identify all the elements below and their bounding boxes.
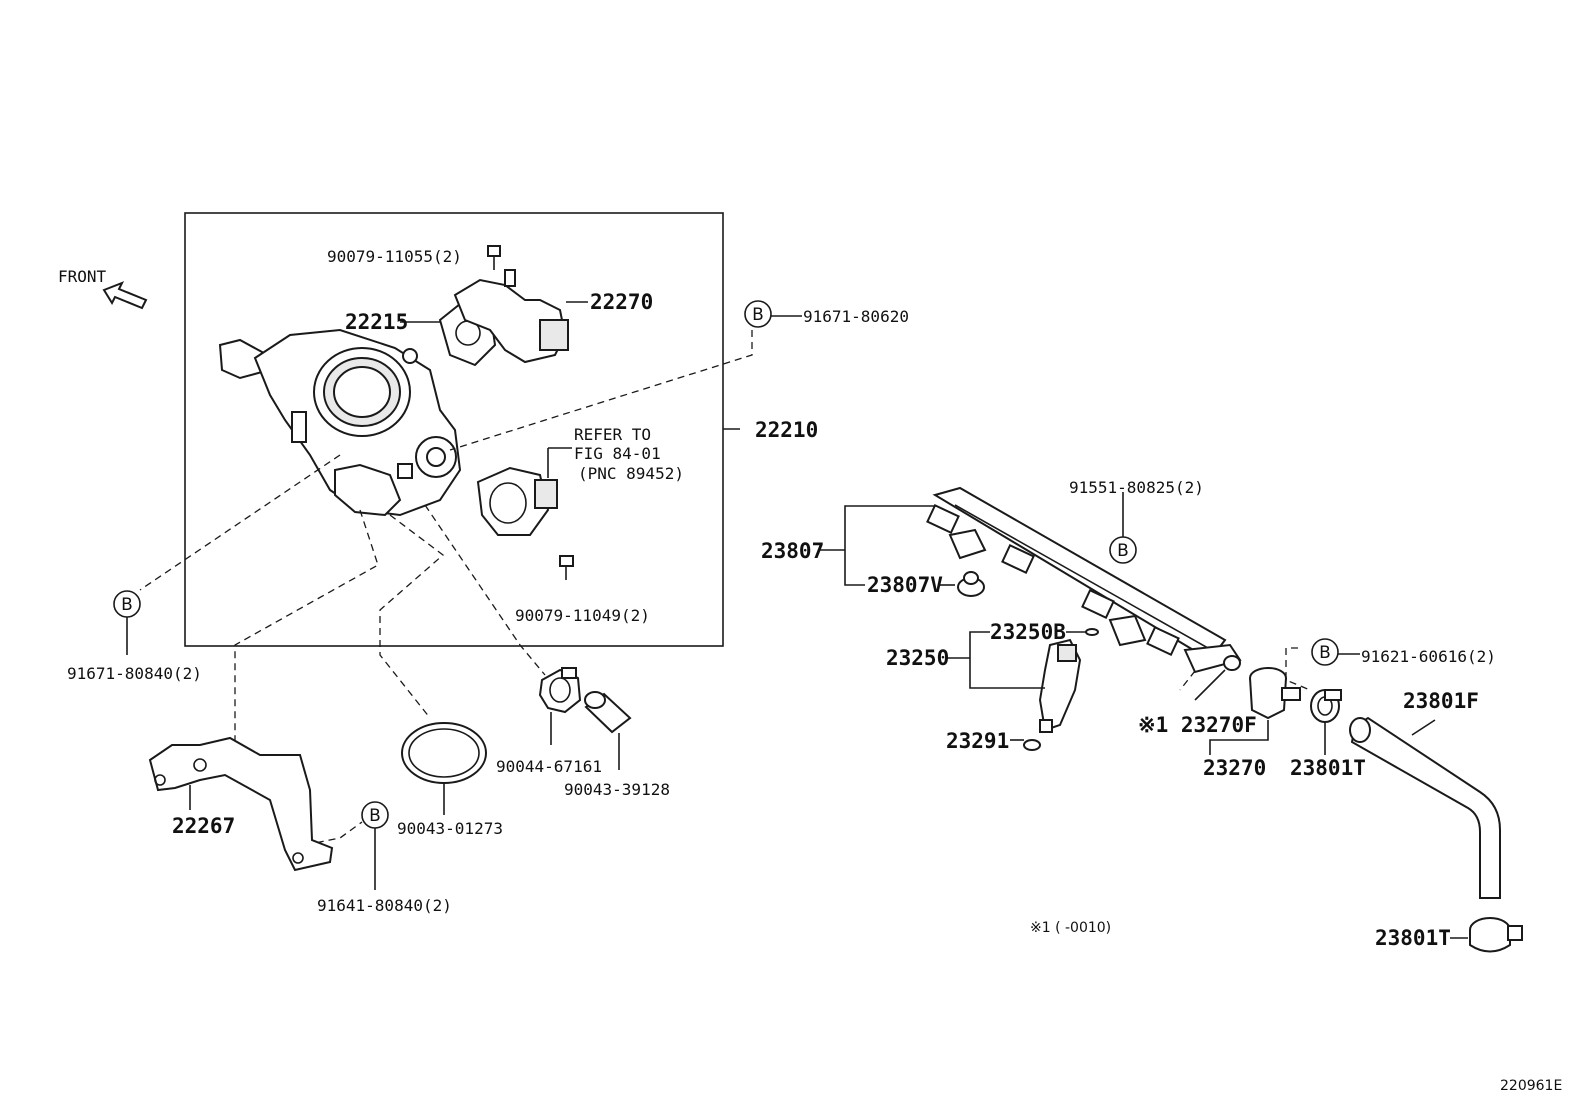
bracket-22267	[148, 736, 334, 872]
label-90079-11049: 90079-11049(2)	[515, 606, 650, 625]
hose-clamp-90044-67161	[538, 667, 582, 714]
refer-line-2: FIG 84-01	[574, 444, 661, 463]
b-circle-icon: B	[361, 801, 389, 829]
throttle-sensor	[476, 466, 558, 536]
cap-23807v	[957, 571, 985, 597]
label-23807v: 23807V	[867, 573, 943, 597]
hose-clamp-23801t-lower	[1469, 917, 1523, 953]
refer-line-1: REFER TO	[574, 425, 651, 444]
label-23807: 23807	[761, 539, 824, 563]
b-circle-icon: B	[1311, 638, 1339, 666]
label-90079-11055: 90079-11055(2)	[327, 247, 462, 266]
label-23250: 23250	[886, 646, 949, 670]
iac-valve-22270	[453, 269, 569, 364]
label-22215: 22215	[345, 310, 408, 334]
label-23270: 23270	[1203, 756, 1266, 780]
b-circle-icon: B	[744, 300, 772, 328]
label-91641-80840: 91641-80840(2)	[317, 896, 452, 915]
hose-clamp-23801t-upper	[1310, 689, 1342, 723]
front-arrow-icon	[102, 281, 148, 310]
label-90044-67161: 90044-67161	[496, 757, 602, 776]
svg-text:B: B	[752, 305, 764, 325]
svg-text:B: B	[1319, 643, 1331, 663]
fuel-hose-23801f	[1349, 716, 1501, 899]
label-23801t-lower: 23801T	[1375, 926, 1451, 950]
bolt-upper	[487, 245, 501, 270]
svg-text:B: B	[1117, 541, 1129, 561]
label-22210: 22210	[755, 418, 818, 442]
o-ring-23270f	[1223, 655, 1241, 671]
o-ring-90043-01273	[401, 722, 487, 784]
throttle-body-drawing	[218, 328, 462, 517]
svg-text:B: B	[121, 595, 133, 615]
label-91671-80840: 91671-80840(2)	[67, 664, 202, 683]
o-ring-23291	[1023, 739, 1041, 751]
front-label: FRONT	[58, 267, 107, 286]
label-23801f: 23801F	[1403, 689, 1479, 713]
label-90043-39128: 90043-39128	[564, 780, 670, 799]
o-ring-23250b	[1085, 628, 1099, 636]
svg-text:B: B	[369, 806, 381, 826]
label-23270f: ※1 23270F	[1138, 713, 1257, 737]
refer-line-3: (PNC 89452)	[578, 464, 684, 483]
label-22270: 22270	[590, 290, 653, 314]
label-23801t-upper: 23801T	[1290, 756, 1366, 780]
hose-90043-39128	[584, 691, 632, 734]
b-circle-icon: B	[1109, 536, 1137, 564]
fuel-rail-23807	[926, 486, 1242, 674]
label-23291: 23291	[946, 729, 1009, 753]
injector-23250	[1038, 638, 1082, 733]
label-91551-80825: 91551-80825(2)	[1069, 478, 1204, 497]
label-91621-60616: 91621-60616(2)	[1361, 647, 1496, 666]
b-circle-icon: B	[113, 590, 141, 618]
label-90043-01273: 90043-01273	[397, 819, 503, 838]
label-91671-80620: 91671-80620	[803, 307, 909, 326]
pressure-regulator-23270	[1249, 667, 1301, 720]
bolt-lower	[559, 555, 574, 580]
footnote: ※1 ( -0010)	[1030, 920, 1111, 936]
figure-id: 220961E	[1500, 1078, 1562, 1094]
label-23250b: 23250B	[990, 620, 1066, 644]
label-22267: 22267	[172, 814, 235, 838]
